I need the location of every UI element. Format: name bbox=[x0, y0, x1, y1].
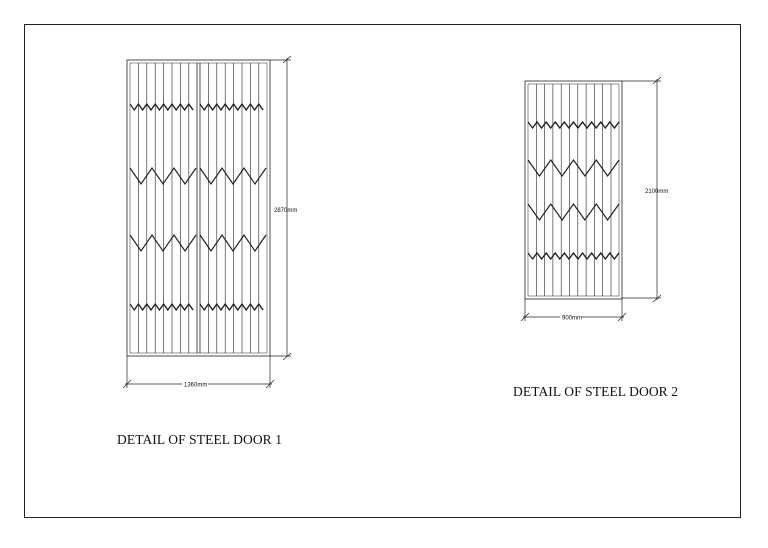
door1-diamond-band bbox=[133, 302, 194, 312]
door2-diamond-band bbox=[532, 121, 620, 129]
door2-inner-frame bbox=[527, 83, 620, 297]
door2-height-label: 2100mm bbox=[645, 189, 668, 195]
door1-diamond-band bbox=[133, 102, 194, 112]
steel-door-2 bbox=[524, 80, 623, 300]
door1-zigzag bbox=[199, 166, 267, 186]
door1-inner-frame bbox=[129, 62, 268, 354]
door2-zigzag-bands bbox=[527, 121, 620, 260]
door1-zigzag bbox=[199, 233, 267, 253]
door1-height-dimension bbox=[270, 55, 292, 361]
door1-zigzag bbox=[129, 166, 197, 186]
door2-diamond-band bbox=[532, 252, 620, 260]
door1-zigzag bbox=[129, 233, 197, 253]
door2-zigzag bbox=[527, 202, 620, 222]
door1-zigzag-bands bbox=[129, 102, 267, 312]
door1-diamond-band bbox=[203, 302, 264, 312]
door2-caption: DETAIL OF STEEL DOOR 2 bbox=[513, 384, 679, 399]
door2-zigzag bbox=[527, 158, 620, 178]
door2-width-label: 900mm bbox=[562, 316, 582, 322]
door2-height-dimension bbox=[622, 76, 662, 303]
door1-frame bbox=[126, 59, 271, 357]
door1-diamond-band bbox=[203, 102, 264, 112]
door2-vertical-bars bbox=[535, 84, 612, 296]
door2-frame bbox=[524, 80, 623, 300]
door1-caption: DETAIL OF STEEL DOOR 1 bbox=[117, 432, 283, 447]
sheet-border bbox=[24, 24, 741, 518]
steel-door-1 bbox=[126, 59, 271, 357]
door1-width-label: 1360mm bbox=[184, 383, 207, 389]
door1-height-label: 2870mm bbox=[274, 208, 297, 214]
